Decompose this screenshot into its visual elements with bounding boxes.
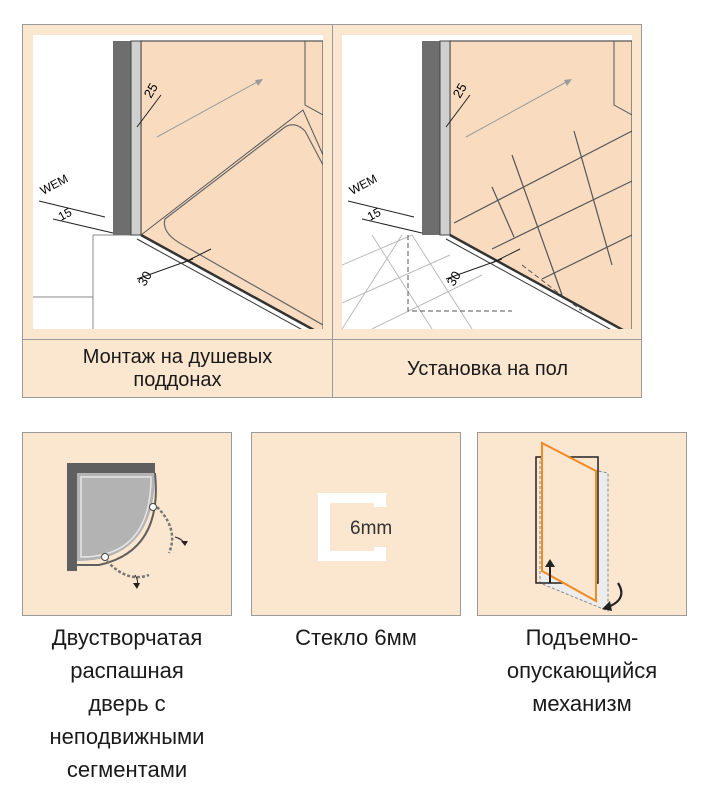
wall-arrow-head xyxy=(255,79,263,86)
hinge-dot-bottom xyxy=(101,553,109,561)
door-caption-line: неподвижными xyxy=(49,724,205,749)
glass-thickness-label: 6mm xyxy=(350,518,392,539)
glass-bottom-edge xyxy=(449,233,624,329)
door-swing-right xyxy=(156,506,174,554)
door-frame xyxy=(535,456,599,584)
lift-feature-panel xyxy=(477,432,687,616)
wall-profile xyxy=(422,41,444,235)
swing-arrow-bottom-head xyxy=(133,583,140,589)
tray-install-caption: Монтаж на душевых поддонах xyxy=(23,341,332,397)
glass-caption-line: Стекло 6мм xyxy=(295,625,417,650)
lift-caption-line: опускающийся xyxy=(506,658,658,683)
door-caption-line: Двустворчатая xyxy=(51,625,203,650)
dim-25-label: 25 xyxy=(450,80,470,100)
u-profile-shape xyxy=(318,493,386,561)
tray-caption-line1: Монтаж на душевых xyxy=(82,346,273,368)
dim-25-label: 25 xyxy=(141,80,161,100)
tray-basin xyxy=(163,124,323,326)
lift-caption-line: Подъемно- xyxy=(525,625,639,650)
floor-install-diagram: 25 WEM 15 30 xyxy=(342,35,632,329)
wem-label: WEM xyxy=(347,172,379,198)
tray-caption-line2: поддонах xyxy=(133,369,222,391)
glass-feature-caption: Стекло 6мм xyxy=(241,621,471,654)
floor-caption-text: Установка на пол xyxy=(407,357,568,380)
swing-arrow-right-head xyxy=(181,541,188,546)
door-caption-line: распашная xyxy=(70,658,184,683)
door-feature-panel xyxy=(22,432,232,616)
dim-15-label: 15 xyxy=(365,205,384,224)
wem-dim-line xyxy=(347,200,415,218)
dim-15-line xyxy=(52,218,114,234)
floor-install-svg: 25 WEM 15 30 xyxy=(342,40,632,329)
tray-install-diagram: 25 WEM 15 30 xyxy=(33,35,323,329)
profile-face xyxy=(439,40,451,236)
glass-bottom-edge-2 xyxy=(136,238,302,329)
wall-corner xyxy=(613,41,632,116)
floor-grid xyxy=(342,234,483,329)
profile-face xyxy=(130,40,142,236)
wem-label: WEM xyxy=(38,172,70,198)
wall-tiles xyxy=(453,130,632,296)
glass-feature-panel: 6mm xyxy=(251,432,461,616)
glass-bottom-edge-2 xyxy=(445,238,611,329)
wall-arrow xyxy=(465,80,569,138)
dim-30-arrow xyxy=(182,248,212,264)
panel-divider xyxy=(332,25,333,397)
quarter-circle-door-icon xyxy=(67,463,188,589)
wem-dim-line xyxy=(38,200,106,218)
wall-profile xyxy=(113,41,135,235)
enclosure-walls xyxy=(67,463,155,571)
lift-lower-door-icon xyxy=(535,441,623,612)
dim-30-label: 30 xyxy=(135,268,155,288)
door-swing-bottom xyxy=(106,560,150,579)
glass-bottom-edge xyxy=(140,233,315,329)
door-feature-caption: Двустворчатая распашная дверь с неподвиж… xyxy=(12,621,242,786)
rotate-arrow-head xyxy=(602,601,612,611)
door-caption-line: сегментами xyxy=(66,757,188,782)
hinge-dot-right xyxy=(149,503,157,511)
dim-25-line xyxy=(445,94,471,128)
enclosure-floor xyxy=(77,473,155,561)
footprint-dashed-2 xyxy=(521,264,583,312)
glass-arc xyxy=(77,472,157,566)
dim-15-line xyxy=(361,218,423,234)
wall-arrow-head xyxy=(564,79,572,86)
wall-arrow xyxy=(156,80,260,138)
dim-25-line xyxy=(136,94,162,128)
rotate-arrow xyxy=(607,582,623,609)
dim-30-arrow xyxy=(491,248,521,264)
glass-profile-icon: 6mm xyxy=(318,493,392,561)
raised-door xyxy=(541,441,597,603)
dim-15-label: 15 xyxy=(56,205,75,224)
door-caption-line: дверь с xyxy=(88,691,166,716)
enclosure-inner-edge xyxy=(80,476,152,558)
up-arrow-head xyxy=(545,559,555,567)
wall-corner xyxy=(304,41,323,116)
caption-divider xyxy=(23,339,641,340)
dim-30-label: 30 xyxy=(444,268,464,288)
footprint-dashed xyxy=(407,235,512,312)
lift-feature-caption: Подъемно- опускающийся механизм xyxy=(467,621,697,720)
tray-install-svg: 25 WEM 15 30 xyxy=(33,40,323,329)
installation-panel: 25 WEM 15 30 Монтаж на душевых поддонах xyxy=(22,24,642,398)
lift-caption-line: механизм xyxy=(532,691,632,716)
floor-install-caption: Установка на пол xyxy=(333,341,642,397)
